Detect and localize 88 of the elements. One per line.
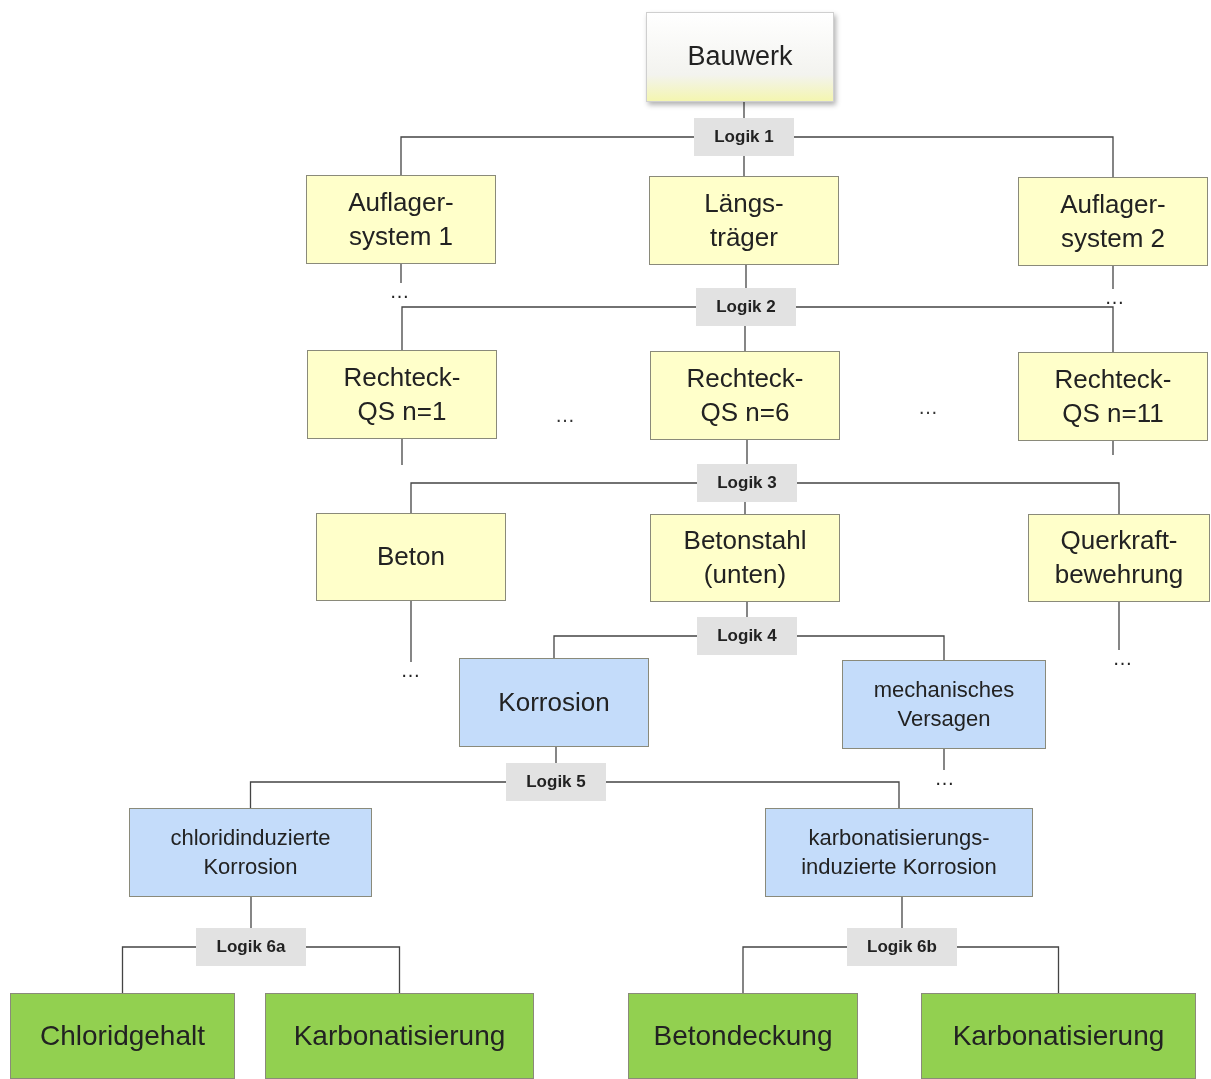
- node-label: mechanisches Versagen: [872, 675, 1016, 733]
- damage-box: [129, 808, 372, 897]
- connector-line: [743, 101, 745, 119]
- node-label: Bauwerk: [686, 40, 794, 74]
- node-label: …: [1111, 652, 1135, 664]
- connector-line: [401, 306, 697, 351]
- component-box: [1018, 177, 1208, 266]
- connector-line: [305, 946, 401, 994]
- node-label: …: [933, 772, 957, 784]
- connector-line: [746, 439, 748, 465]
- logic-box: [694, 118, 794, 156]
- connector-line: [796, 482, 1120, 515]
- ellipsis-text: …: [555, 404, 576, 427]
- logic-box: [696, 288, 796, 326]
- parameter-box: [628, 993, 858, 1079]
- component-box: [650, 514, 840, 602]
- connector-line: [121, 946, 197, 994]
- connector-line: [410, 600, 412, 663]
- node-label: Rechteck- QS n=1: [342, 360, 462, 428]
- logic-label: Logik 6a: [215, 935, 287, 958]
- node-label: chloridinduzierte Korrosion: [169, 823, 332, 881]
- node-label: Rechteck- QS n=11: [1053, 362, 1173, 430]
- connector-line: [744, 501, 746, 515]
- connector-line: [250, 896, 252, 929]
- connector-line: [795, 306, 1114, 353]
- component-box: [306, 175, 496, 264]
- logic-label: Logik 1: [713, 125, 775, 148]
- connector-line: [1112, 265, 1114, 290]
- node-label: Korrosion: [497, 685, 611, 719]
- connector-line: [901, 896, 903, 929]
- logic-box: [697, 464, 797, 502]
- connector-line: [1118, 601, 1120, 651]
- logic-label: Logik 5: [525, 770, 587, 793]
- connector-line: [744, 325, 746, 352]
- node-label: Auflager- system 2: [1059, 187, 1167, 255]
- connector-line: [745, 264, 747, 289]
- node-label: Chloridgehalt: [39, 1018, 206, 1053]
- connector-line: [742, 946, 848, 994]
- parameter-box: [921, 993, 1196, 1079]
- node-label: Beton: [376, 540, 446, 574]
- connector-line: [793, 136, 1114, 178]
- connector-line: [605, 781, 900, 809]
- component-box: [1018, 352, 1208, 441]
- component-box: [649, 176, 839, 265]
- component-box: [1028, 514, 1210, 602]
- connector-line: [796, 635, 945, 661]
- node-label: karbonatisierungs- induzierte Korrosion: [800, 823, 998, 881]
- connector-line: [553, 635, 698, 659]
- component-box: [316, 513, 506, 601]
- logic-label: Logik 3: [716, 471, 778, 494]
- logic-box: [506, 763, 606, 801]
- node-label: Längs- träger: [703, 186, 785, 254]
- node-label: …: [388, 285, 412, 297]
- logic-label: Logik 6b: [866, 935, 938, 958]
- node-label: …: [1103, 291, 1127, 303]
- node-label: Rechteck- QS n=6: [685, 361, 805, 429]
- node-label: …: [399, 664, 423, 676]
- node-label: Karbonatisierung: [951, 1018, 1166, 1053]
- parameter-box: [10, 993, 235, 1079]
- damage-box: [765, 808, 1033, 897]
- node-label: Karbonatisierung: [292, 1018, 507, 1053]
- damage-box: [842, 660, 1046, 749]
- logic-label: Logik 2: [715, 295, 777, 318]
- component-box: [307, 350, 497, 439]
- damage-box: [459, 658, 649, 747]
- connector-line: [400, 263, 402, 284]
- connector-line: [746, 601, 748, 618]
- logic-box: [847, 928, 957, 966]
- connector-line: [743, 155, 745, 177]
- connector-line: [410, 482, 698, 514]
- logic-label: Logik 4: [716, 624, 778, 647]
- component-box: [650, 351, 840, 440]
- stub-line: [1112, 440, 1114, 456]
- connector-line: [400, 136, 695, 176]
- node-label: Betonstahl (unten): [682, 524, 808, 591]
- connector-line: [249, 781, 507, 809]
- node-label: Auflager- system 1: [347, 185, 455, 253]
- node-label: Querkraft- bewehrung: [1053, 524, 1185, 591]
- root-box: [646, 12, 834, 102]
- node-label: Betondeckung: [652, 1018, 834, 1053]
- ellipsis-text: …: [918, 396, 939, 419]
- connector-line: [555, 746, 557, 764]
- parameter-box: [265, 993, 534, 1079]
- connector-line: [943, 748, 945, 771]
- logic-box: [196, 928, 306, 966]
- stub-line: [401, 438, 403, 466]
- connector-line: [956, 946, 1060, 994]
- logic-box: [697, 617, 797, 655]
